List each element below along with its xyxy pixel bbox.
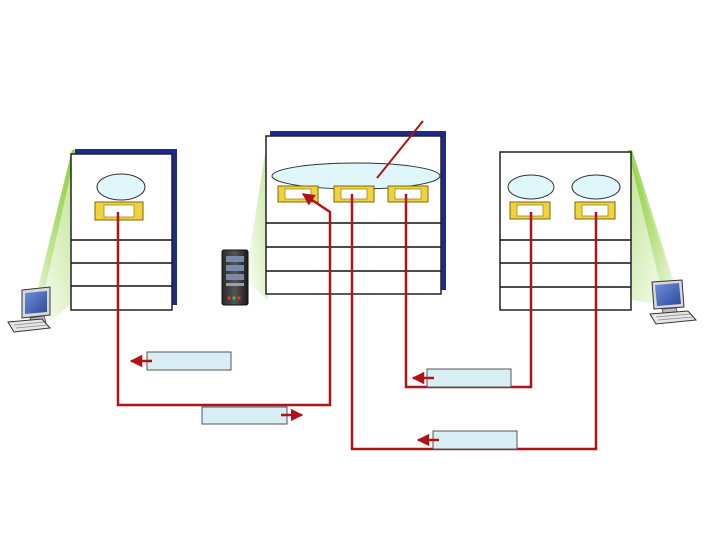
left-socket[interactable]	[94, 201, 144, 221]
label-box-1	[129, 351, 232, 371]
right-process-ellipse-2	[571, 174, 621, 200]
right-host-beam-wide	[628, 150, 680, 305]
left-host-beam-wide	[30, 150, 76, 320]
server-tower-icon	[221, 249, 249, 306]
label-box-2	[201, 406, 304, 425]
middle-socket-3[interactable]	[387, 185, 429, 203]
pointer-line	[376, 120, 424, 179]
right-process-ellipse-1	[507, 174, 555, 200]
left-process-ellipse	[96, 173, 146, 201]
label-box-4	[416, 430, 518, 450]
middle-process-ellipse	[271, 162, 441, 190]
middle-protocol-stack	[265, 131, 446, 295]
desktop-computer-icon	[649, 279, 698, 325]
connection-left-to-middle	[116, 192, 332, 407]
left-protocol-stack	[70, 149, 177, 311]
right-protocol-stack	[499, 151, 632, 311]
middle-host-beam	[245, 135, 268, 300]
middle-socket-2[interactable]	[333, 185, 375, 203]
desktop-computer-icon	[7, 286, 52, 333]
label-box-3	[411, 368, 512, 388]
